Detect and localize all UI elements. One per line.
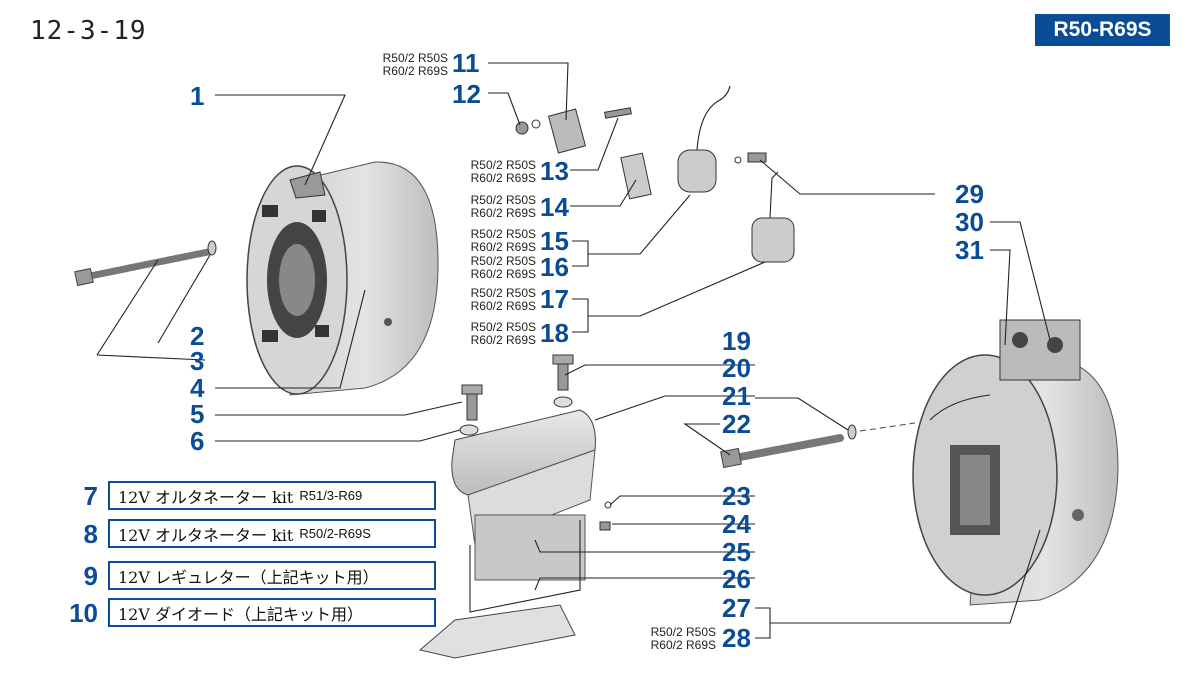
callout-5: 5 — [190, 399, 204, 429]
regulator-assembly — [418, 409, 596, 659]
kit-number-10: 10 — [69, 598, 98, 628]
callout-24: 24 — [722, 509, 751, 539]
variant-14-line2: R60/2 R69S — [471, 206, 536, 220]
kit-10-text: 12V ダイオード（上記キット用） — [118, 604, 364, 624]
variant-13-line1: R50/2 R50S — [471, 158, 536, 172]
variant-18-line1: R50/2 R50S — [471, 320, 536, 334]
through-bolt-right — [720, 434, 844, 469]
variant-28-line1: R50/2 R50S — [651, 625, 716, 639]
kit-number-7: 7 — [83, 481, 98, 511]
page-number: 12-3-19 — [30, 16, 147, 46]
callout-22: 22 — [722, 409, 751, 439]
variant-18-line2: R60/2 R69S — [471, 333, 536, 347]
kit-9-text: 12V レギュレター（上記キット用） — [118, 567, 379, 587]
kit-number-9: 9 — [83, 561, 98, 591]
variant-15-line2: R60/2 R69S — [471, 240, 536, 254]
variant-17-line1: R50/2 R50S — [471, 286, 536, 300]
variant-11-line1: R50/2 R50S — [383, 51, 448, 65]
kit-7-variant: R51/3-R69 — [299, 488, 363, 503]
callout-14: 14 — [540, 192, 569, 222]
callout-4: 4 — [190, 373, 205, 403]
callout-2: 2 — [190, 321, 204, 351]
through-bolt-left — [74, 248, 212, 287]
washer-21 — [847, 424, 857, 440]
callout-27: 27 — [722, 593, 751, 623]
kit-box-9: 12V レギュレター（上記キット用） — [108, 561, 436, 590]
callout-13: 13 — [540, 156, 569, 186]
callout-12: 12 — [452, 79, 481, 109]
callout-21: 21 — [722, 381, 751, 411]
kit-8-variant: R50/2-R69S — [299, 526, 371, 541]
variant-16-line1: R50/2 R50S — [471, 254, 536, 268]
callout-6: 6 — [190, 426, 204, 456]
callout-20: 20 — [722, 353, 751, 383]
callout-23: 23 — [722, 481, 751, 511]
variant-28-line2: R60/2 R69S — [651, 638, 716, 652]
callout-19: 19 — [722, 326, 751, 356]
callout-25: 25 — [722, 537, 751, 567]
callout-30: 30 — [955, 207, 984, 237]
callout-26: 26 — [722, 564, 751, 594]
right-alternator-housing — [912, 319, 1119, 606]
model-badge: R50-R69S — [1035, 14, 1170, 46]
leader-lines — [96, 62, 1051, 639]
kit-box-7: 12V オルタネーター kit R51/3-R69 — [108, 481, 436, 510]
variant-labels: R50/2 R50S R60/2 R69S R50/2 R50S R60/2 R… — [383, 51, 716, 652]
variant-15-line1: R50/2 R50S — [471, 227, 536, 241]
callout-28: 28 — [722, 623, 751, 653]
variant-13-line2: R60/2 R69S — [471, 171, 536, 185]
callout-3: 3 — [190, 346, 204, 376]
kit-8-text: 12V オルタネーター kit — [118, 525, 294, 545]
callout-11: 11 — [452, 48, 480, 78]
callout-15: 15 — [540, 226, 569, 256]
callout-18: 18 — [540, 318, 569, 348]
small-parts-top — [459, 85, 795, 531]
kit-7-text: 12V オルタネーター kit — [118, 487, 294, 507]
callout-16: 16 — [540, 252, 569, 282]
callout-17: 17 — [540, 284, 569, 314]
variant-14-line1: R50/2 R50S — [471, 193, 536, 207]
callout-numbers: 1 2 3 4 5 6 11 12 13 14 15 16 17 18 19 2… — [190, 48, 984, 653]
callout-31: 31 — [955, 235, 984, 265]
callout-1: 1 — [190, 81, 204, 111]
variant-17-line2: R60/2 R69S — [471, 299, 536, 313]
variant-11-line2: R60/2 R69S — [383, 64, 448, 78]
left-alternator-housing — [246, 161, 439, 396]
kit-box-8: 12V オルタネーター kit R50/2-R69S — [108, 519, 436, 548]
kit-box-10: 12V ダイオード（上記キット用） — [108, 598, 436, 627]
callout-29: 29 — [955, 179, 984, 209]
variant-16-line2: R60/2 R69S — [471, 267, 536, 281]
washer-2 — [207, 240, 217, 256]
kit-number-8: 8 — [83, 519, 98, 549]
